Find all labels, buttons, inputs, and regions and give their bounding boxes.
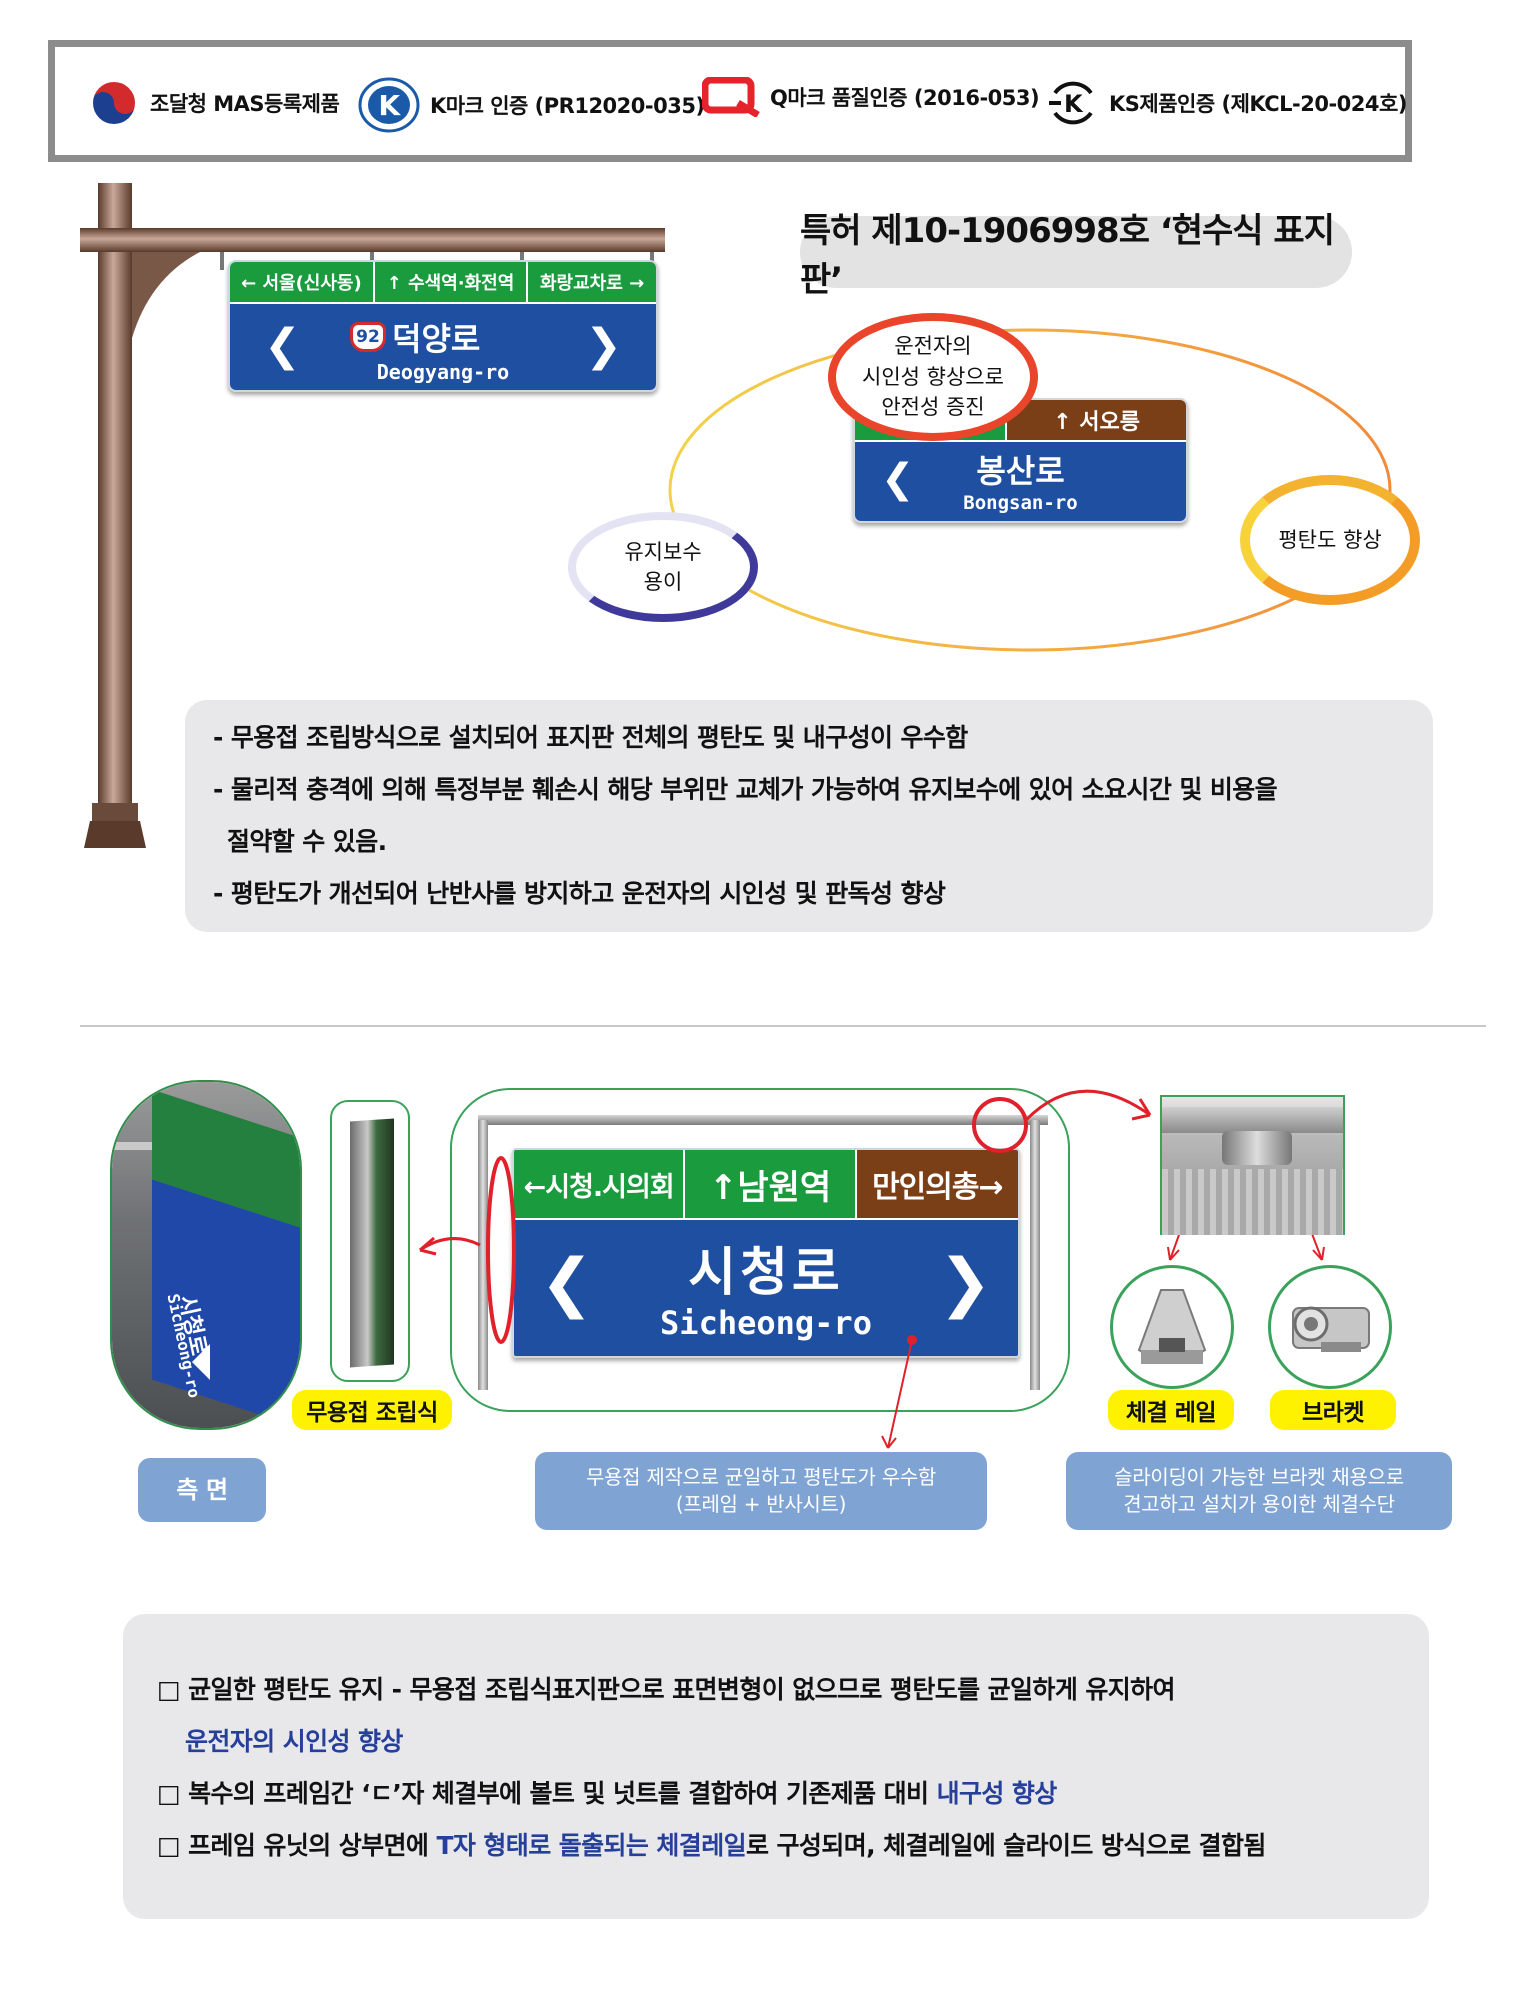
sign-destination: ↑남원역 [685, 1150, 857, 1218]
cert-label: 조달청 MAS등록제품 [150, 92, 340, 116]
left-arrow-icon: ❮ [264, 320, 301, 371]
left-arrow-icon: ❮ [881, 456, 915, 502]
certification-bar: 조달청 MAS등록제품 K K마크 인증 (PR12020-035) Q마크 품… [48, 40, 1412, 162]
side-view-photo: 시청로 Sicheong-ro [110, 1080, 302, 1430]
feature-line: 운전자의 시인성 향상 [185, 1727, 403, 1756]
sign-destination: ↑ 서오릉 [1007, 400, 1186, 440]
svg-text:K: K [378, 89, 401, 122]
left-arrow-icon: ❮ [540, 1246, 594, 1320]
k-mark-icon: K [358, 77, 420, 133]
rail-closeup-photo [1160, 1095, 1345, 1235]
feature-highlight: T자 형태로 돌출되는 체결레일 [436, 1831, 747, 1860]
feature-line: - 물리적 충격에 의해 특정부분 훼손시 해당 부위만 교체가 가능하여 유지… [213, 775, 1278, 804]
frame-top-rail [478, 1115, 1048, 1125]
feature-line: 절약할 수 있음. [227, 827, 387, 856]
cert-mas: 조달청 MAS등록제품 [88, 77, 340, 129]
road-name: 덕양로 [392, 320, 481, 358]
caption-line: 슬라이딩이 가능한 브라켓 채용으로 [1114, 1465, 1404, 1489]
patent-title: 특허 제10-1906998호 ‘현수식 표지판’ [800, 211, 1352, 300]
sign-destination: 만인의총→ [856, 1150, 1018, 1218]
sign-pole-illustration [80, 183, 665, 848]
features-bottom-panel: □ 균일한 평탄도 유지 - 무용접 조립식표지판으로 표면변형이 없으므로 평… [123, 1614, 1429, 1919]
bracket-part [1222, 1131, 1292, 1165]
fastening-rail-photo [1110, 1265, 1234, 1389]
sign-destination: ← 서울(신사동) [230, 262, 375, 302]
photo-arrow-icon [192, 1344, 210, 1380]
right-arrow-icon: ❯ [938, 1246, 992, 1320]
frame-left-post [478, 1120, 488, 1390]
road-sign-bongsan: ↑ 서오릉 ❮ 봉산로 Bongsan-ro [853, 398, 1188, 523]
road-sign-sicheong: ←시청.시의회 ↑남원역 만인의총→ ❮ ❯ 시청로 Sicheong-ro [512, 1148, 1020, 1358]
ks-mark-icon: K [1047, 77, 1099, 129]
feature-line: □ 프레임 유닛의 상부면에 T자 형태로 돌출되는 체결레일로 구성되며, 체… [157, 1820, 1429, 1872]
bubble-visibility: 운전자의 시인성 향상으로 안전성 증진 [828, 313, 1038, 441]
caption-bracket: 슬라이딩이 가능한 브라켓 채용으로 견고하고 설치가 용이한 체결수단 [1066, 1452, 1452, 1530]
cert-ks-mark: K KS제품인증 (제KCL-20-024호) [1047, 77, 1407, 129]
label-weldless-assembly: 무용접 조립식 [292, 1390, 452, 1430]
feature-text: □ 프레임 유닛의 상부면에 [157, 1831, 437, 1860]
feature-line: □ 복수의 프레임간 ‘ㄷ’자 체결부에 볼트 및 넛트를 결합하여 기존제품 … [157, 1768, 1429, 1820]
feature-orbit [668, 328, 1392, 652]
rail-bar [1162, 1107, 1343, 1133]
frame-right-post [1030, 1120, 1040, 1390]
sign-destination: 화랑교차로 → [528, 262, 656, 302]
cert-label: KS제품인증 (제KCL-20-024호) [1109, 92, 1407, 116]
road-name-roman: Bongsan-ro [963, 492, 1078, 514]
panel-edge-photo [330, 1100, 410, 1382]
label-side-view: 측 면 [138, 1458, 266, 1522]
route-shield-icon: 92 [350, 322, 386, 352]
caption-line: 무용접 제작으로 균일하고 평탄도가 우수함 [585, 1465, 937, 1489]
q-mark-icon [701, 76, 760, 119]
cert-k-mark: K K마크 인증 (PR12020-035) [358, 77, 705, 133]
road-name-roman: Deogyang-ro [376, 360, 510, 384]
feature-line: □ 균일한 평탄도 유지 - 무용접 조립식표지판으로 표면변형이 없으므로 평… [157, 1675, 1176, 1704]
road-sign-deogyang: ← 서울(신사동) ↑ 수색역·화전역 화랑교차로 → ❮ ❯ 92 덕양로 D… [228, 260, 658, 392]
cert-label: K마크 인증 (PR12020-035) [430, 94, 705, 118]
feature-text: 로 구성되며, 체결레일에 슬라이드 방식으로 결합됨 [746, 1831, 1266, 1860]
road-name-roman: Sicheong-ro [660, 1304, 872, 1342]
cert-q-mark: Q마크 품질인증 (2016-053) [701, 76, 1040, 119]
feature-highlight: 내구성 향상 [936, 1779, 1058, 1808]
sign-destination: ←시청.시의회 [514, 1150, 686, 1218]
sign-destination: ↑ 수색역·화전역 [374, 262, 529, 302]
feature-text: □ 복수의 프레임간 ‘ㄷ’자 체결부에 볼트 및 넛트를 결합하여 기존제품 … [157, 1779, 937, 1808]
label-bracket: 브라켓 [1270, 1390, 1396, 1430]
cert-label: Q마크 품질인증 (2016-053) [770, 86, 1040, 110]
feature-line: - 무용접 조립방식으로 설치되어 표지판 전체의 평탄도 및 내구성이 우수함 [213, 723, 968, 752]
caption-line: (프레임 + 반사시트) [675, 1492, 847, 1516]
reflective-sheet [1162, 1169, 1343, 1235]
right-arrow-icon: ❯ [585, 320, 622, 371]
label-fastening-rail: 체결 레일 [1108, 1390, 1234, 1430]
bubble-maintenance: 유지보수 용이 [568, 512, 758, 622]
caption-line: 견고하고 설치가 용이한 체결수단 [1123, 1492, 1395, 1516]
korea-government-emblem-icon [88, 77, 140, 129]
caption-weldless: 무용접 제작으로 균일하고 평탄도가 우수함 (프레임 + 반사시트) [535, 1452, 987, 1530]
road-name: 봉산로 [976, 452, 1065, 490]
feature-line: - 평탄도가 개선되어 난반사를 방지하고 운전자의 시인성 및 판독성 향상 [213, 879, 946, 908]
bubble-flatness: 평탄도 향상 [1240, 475, 1420, 605]
features-top-panel: - 무용접 조립방식으로 설치되어 표지판 전체의 평탄도 및 내구성이 우수함… [185, 700, 1433, 932]
bracket-photo [1268, 1265, 1392, 1389]
svg-text:K: K [1064, 90, 1084, 118]
road-name: 시청로 [688, 1243, 844, 1303]
section-divider [80, 1025, 1486, 1027]
